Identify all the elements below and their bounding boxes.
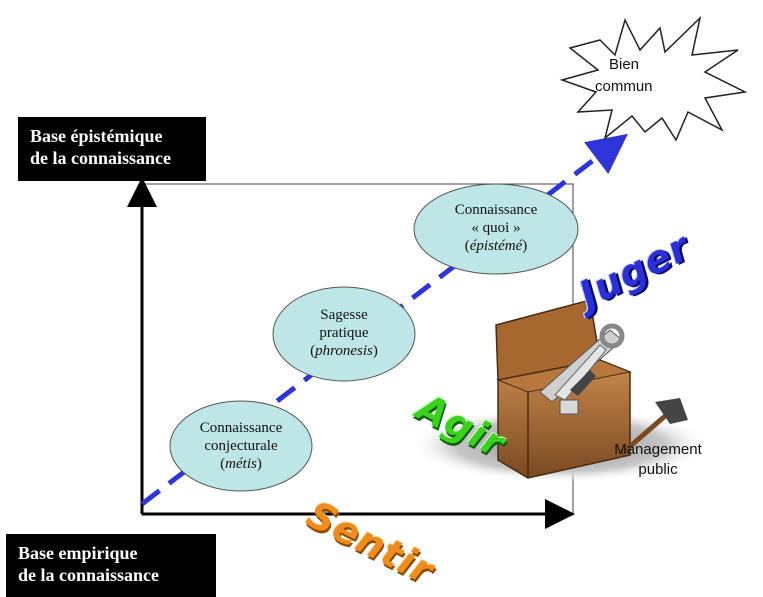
- epistemic-base-line1: Base épistémique: [30, 126, 163, 146]
- ellipse-metis: [169, 400, 313, 492]
- metis-line1: Connaissance: [199, 420, 283, 436]
- empirical-base-label: Base empirique de la connaissance: [6, 534, 216, 597]
- metis-italic: métis: [225, 456, 257, 472]
- epistemic-base-label: Base épistémique de la connaissance: [18, 117, 206, 181]
- phronesis-text: Sagesse pratique (phronesis): [278, 306, 410, 360]
- bien-commun-line1: Bien: [609, 56, 640, 73]
- metis-line3: (métis): [220, 456, 262, 472]
- star-burst-icon: [559, 15, 748, 142]
- empirical-base-line2: de la connaissance: [18, 565, 160, 585]
- bien-commun-text: Bien commun: [595, 54, 695, 98]
- episteme-line1: Connaissance: [454, 202, 538, 218]
- management-public-text: Management public: [588, 440, 728, 480]
- management-line2: public: [638, 461, 678, 478]
- metis-text: Connaissance conjecturale (métis): [175, 419, 307, 473]
- toolbox-icon: [495, 299, 632, 479]
- empirical-base-line1: Base empirique: [18, 543, 138, 563]
- management-line1: Management: [614, 441, 702, 458]
- ellipse-episteme: [413, 183, 579, 275]
- epistemic-base-line2: de la connaissance: [30, 148, 172, 168]
- episteme-italic: épistémé: [469, 238, 523, 254]
- phronesis-line3: (phronesis): [310, 343, 378, 359]
- episteme-line3: (épistémé): [464, 238, 528, 254]
- ellipse-phronesis: [272, 286, 416, 382]
- episteme-line2: « quoi »: [471, 220, 521, 236]
- phronesis-line2: pratique: [319, 325, 369, 341]
- episteme-text: Connaissance « quoi » (épistémé): [430, 201, 562, 255]
- phronesis-italic: phronesis: [315, 343, 373, 359]
- phronesis-line1: Sagesse: [320, 307, 368, 323]
- hammer-icon: [618, 398, 688, 457]
- bien-commun-line2: commun: [595, 78, 653, 95]
- metis-line2: conjecturale: [204, 438, 278, 454]
